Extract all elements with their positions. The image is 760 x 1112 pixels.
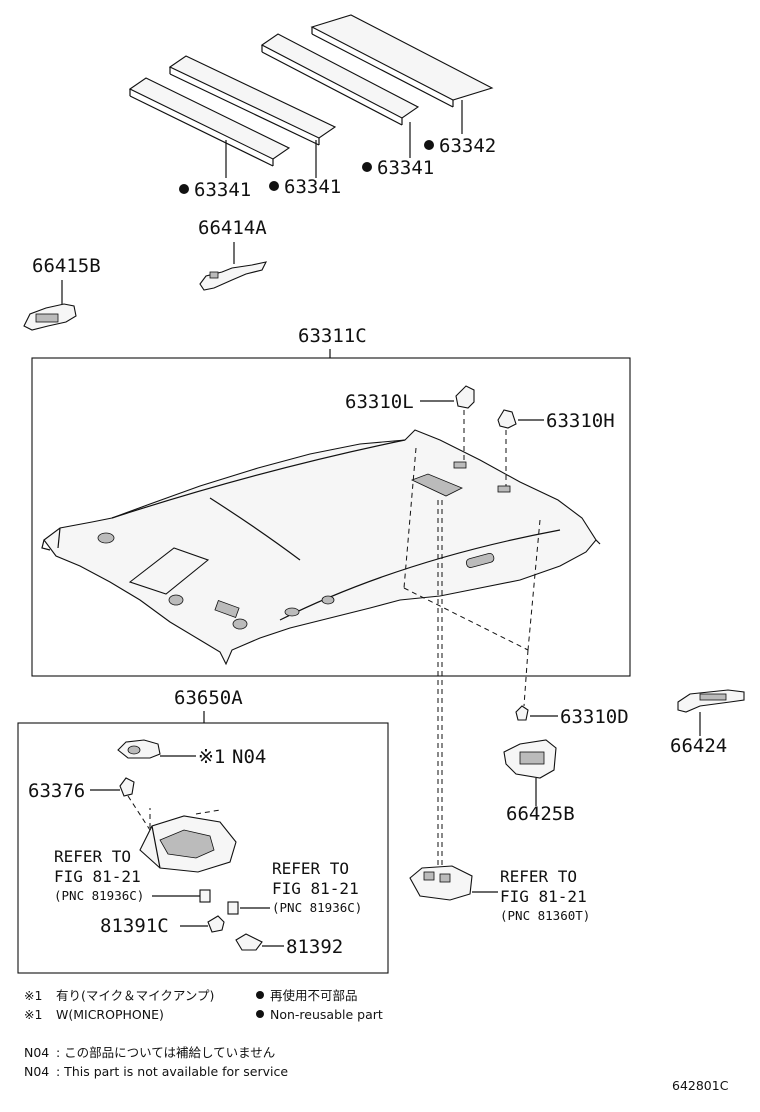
refer-left-pnc: (PNC 81936C) xyxy=(54,888,144,903)
label-63311c: 63311C xyxy=(298,325,367,347)
refer-mid-pnc: (PNC 81936C) xyxy=(272,900,362,915)
label-63310l: 63310L xyxy=(345,391,414,413)
clip-63310h xyxy=(497,409,517,429)
bulb-left xyxy=(199,889,211,903)
label-81392: 81392 xyxy=(286,936,343,958)
legend-n04-label-jp: N04 xyxy=(24,1045,49,1060)
label-63342: 63342 xyxy=(439,135,496,157)
bracket-66415b xyxy=(23,303,77,331)
label-63341-a: 63341 xyxy=(194,179,251,201)
figure-id: 642801C xyxy=(672,1078,729,1093)
clip-63310d xyxy=(515,705,529,721)
strip-63341-b xyxy=(168,55,337,146)
clip-63310l xyxy=(455,385,475,409)
clip-63376 xyxy=(119,777,135,797)
label-63341-c: 63341 xyxy=(377,157,434,179)
overhead-console xyxy=(139,815,237,873)
legend-jp-nonreusable: 再使用不可部品 xyxy=(270,988,358,1003)
refer-right-pnc: (PNC 81360T) xyxy=(500,908,590,923)
label-63310h: 63310H xyxy=(546,410,615,432)
pad-note-mark: ※1 xyxy=(198,746,225,768)
bracket-66425b xyxy=(503,739,557,779)
refer-left-line2: FIG 81-21 xyxy=(54,867,141,886)
label-66415b: 66415B xyxy=(32,255,101,277)
nonreusable-dot-icon xyxy=(269,181,279,191)
part-81392 xyxy=(235,933,263,951)
refer-right-line2: FIG 81-21 xyxy=(500,887,587,906)
label-63310d: 63310D xyxy=(560,706,629,728)
nonreusable-dot-icon xyxy=(362,162,372,172)
legend-n04-jp: : この部品については補給していません xyxy=(56,1045,275,1060)
label-63650a: 63650A xyxy=(174,687,243,709)
label-63376: 63376 xyxy=(28,780,85,802)
part-81391c xyxy=(207,915,225,933)
label-66414a: 66414A xyxy=(198,217,267,239)
microphone-pad xyxy=(117,739,161,759)
pad-note-code: N04 xyxy=(232,746,266,768)
legend-n04-label-en: N04 xyxy=(24,1064,49,1079)
nonreusable-dot-icon xyxy=(256,1010,264,1018)
nonreusable-dot-icon xyxy=(179,184,189,194)
nonreusable-dot-icon xyxy=(256,991,264,999)
refer-mid-line1: REFER TO xyxy=(272,859,349,878)
label-66425b: 66425B xyxy=(506,803,575,825)
label-81391c: 81391C xyxy=(100,915,169,937)
console-frame xyxy=(17,722,389,974)
headliner-63311c xyxy=(41,429,601,666)
legend-jp-with: 有り(マイク＆マイクアンプ) xyxy=(56,988,214,1003)
refer-left-line1: REFER TO xyxy=(54,847,131,866)
legend-mark-1: ※1 xyxy=(24,988,42,1003)
label-63341-b: 63341 xyxy=(284,176,341,198)
legend-n04-en: : This part is not available for service xyxy=(56,1064,288,1079)
legend-en-with: W(MICROPHONE) xyxy=(56,1007,164,1022)
legend-mark-2: ※1 xyxy=(24,1007,42,1022)
headliner-frame xyxy=(31,357,631,677)
legend-en-nonreusable: Non-reusable part xyxy=(270,1007,383,1022)
strip-63341-c xyxy=(260,33,420,126)
label-66424: 66424 xyxy=(670,735,727,757)
strip-63342 xyxy=(310,14,494,108)
refer-right-line1: REFER TO xyxy=(500,867,577,886)
bulb-mid xyxy=(227,901,239,915)
map-lamp xyxy=(409,865,473,901)
nonreusable-dot-icon xyxy=(424,140,434,150)
bracket-66414a xyxy=(199,261,268,291)
strip-63341-a xyxy=(128,77,291,167)
refer-mid-line2: FIG 81-21 xyxy=(272,879,359,898)
rail-66424 xyxy=(677,689,745,713)
